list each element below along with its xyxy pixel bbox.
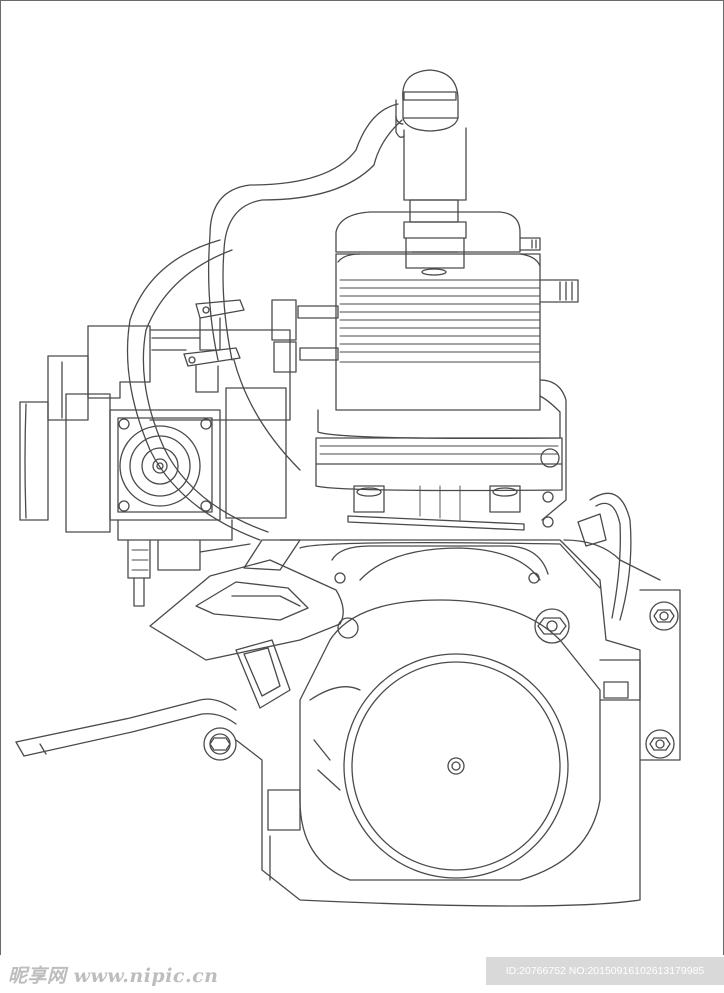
- watermark-bar: 昵享网 www.nipic.cn ID:20766752 NO:20150916…: [0, 955, 724, 993]
- flywheel-cover: [299, 599, 601, 881]
- bolt-left-lower: [203, 727, 237, 761]
- crankcase: [235, 539, 641, 907]
- front-bracket: [149, 539, 359, 709]
- cylinder-studs: [347, 485, 525, 531]
- image-id-label: ID:20766752 NO:20150916102613179985: [486, 957, 724, 985]
- throttle-cable-arm: [15, 698, 237, 757]
- bolt-right-lower: [645, 729, 675, 759]
- engine-line-drawing: [15, 69, 681, 907]
- exhaust-pipe-top: [395, 69, 459, 132]
- spark-plug-cap: [395, 115, 467, 276]
- right-side-mount: [599, 589, 681, 761]
- site-logo-watermark: 昵享网 www.nipic.cn: [8, 965, 219, 987]
- carburetor-diaphragm-cover: [109, 409, 221, 521]
- ignition-wire: [563, 492, 661, 621]
- bolt-mid-right: [534, 608, 570, 644]
- cylinder-head: [335, 211, 541, 411]
- fuel-hose: [126, 103, 403, 541]
- throttle-linkage: [151, 299, 245, 393]
- cylinder-block: [315, 379, 567, 528]
- bolt-right-upper: [649, 601, 679, 631]
- cylinder-cooling-fins: [297, 279, 579, 363]
- carburetor-lower-fittings: [117, 519, 251, 607]
- carburetor-body: [19, 299, 297, 533]
